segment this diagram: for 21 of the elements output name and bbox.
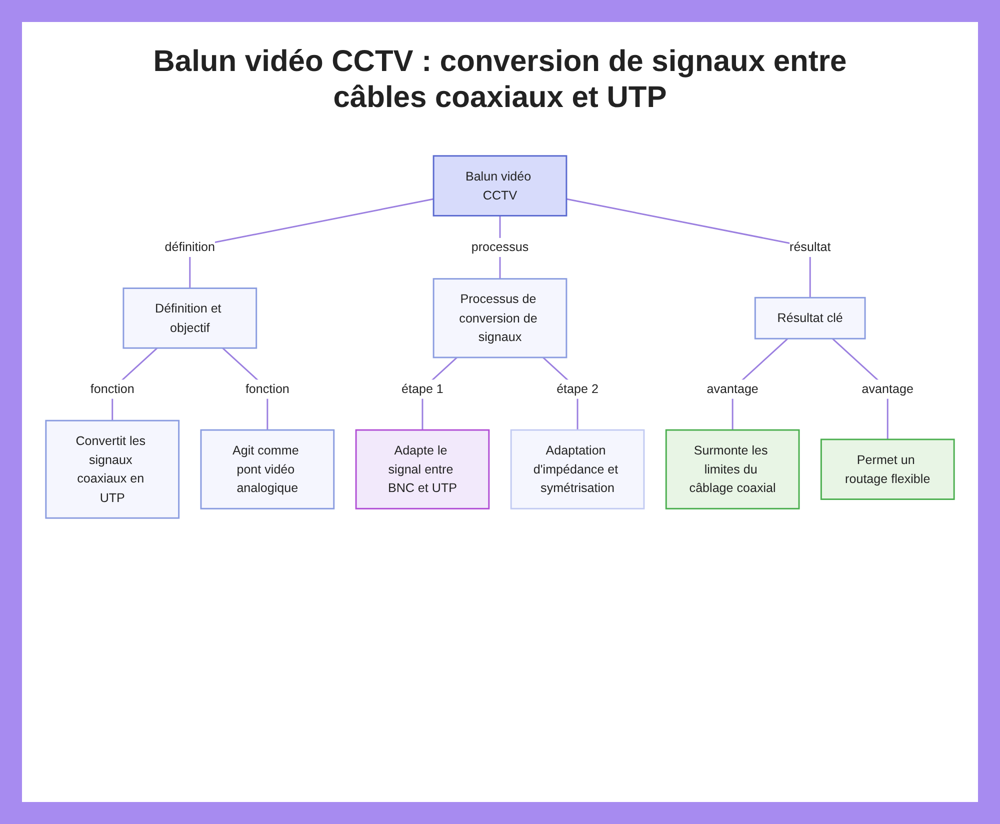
edge-label: définition (164, 240, 216, 254)
edge-label: avantage (862, 382, 914, 396)
connector (566, 198, 811, 298)
edge-label: fonction (90, 382, 134, 396)
node-box: Définition et objectif (122, 288, 258, 349)
edge-label: fonction (245, 382, 290, 396)
node-box: Balun vidéo CCTV (432, 155, 568, 216)
node-box: Permet un routage flexible (820, 438, 955, 500)
node-box: Agit comme pont vidéo analogique (200, 429, 335, 510)
node-box: Processus de conversion de signaux (432, 278, 568, 358)
edge-label: étape 2 (556, 382, 598, 396)
node-box: Convertit les signaux coaxiaux en UTP (45, 420, 180, 519)
diagram-title: Balun vidéo CCTV : conversion de signaux entre câbles coaxiaux et UTP (152, 44, 848, 116)
edge-label: résultat (790, 240, 831, 254)
node-box: Adapte le signal entre BNC et UTP (355, 429, 490, 510)
node-box: Adaptation d'impédance et symétrisation (510, 429, 645, 510)
node-box: Surmonte les limites du câblage coaxial (665, 429, 800, 510)
edge-label: avantage (706, 382, 758, 396)
edge-label: processus (471, 240, 529, 254)
edge-label: étape 1 (402, 382, 444, 396)
node-box: Résultat clé (754, 296, 866, 340)
